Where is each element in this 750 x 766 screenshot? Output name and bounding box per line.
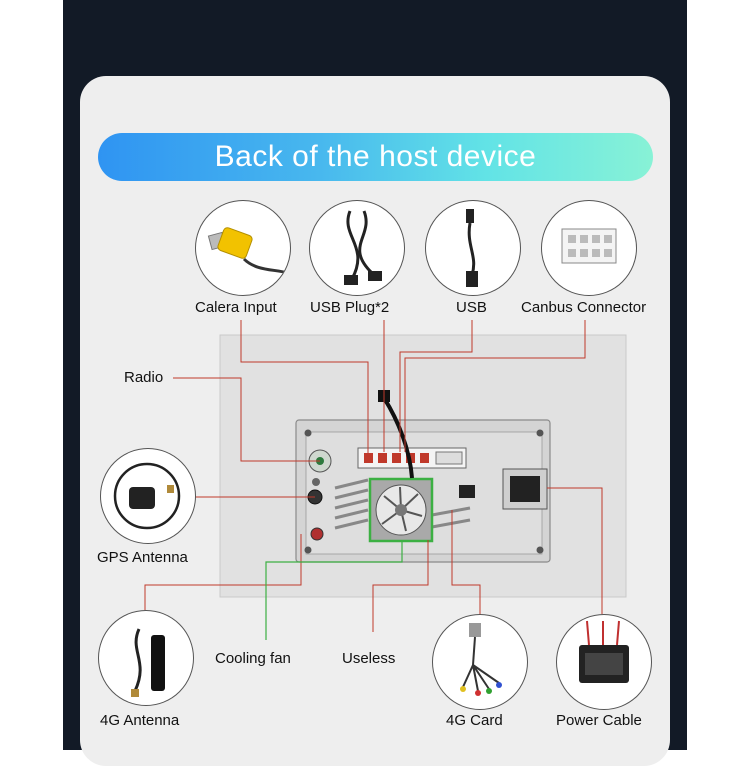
label-cooling-fan: Cooling fan <box>215 650 291 667</box>
label-camera-input: Calera Input <box>195 299 277 316</box>
4g-card-thumbnail <box>432 614 528 710</box>
label-4g-antenna: 4G Antenna <box>100 712 180 729</box>
camera-input-thumbnail <box>195 200 291 296</box>
power-cable-thumbnail <box>556 614 652 710</box>
usb-plug-thumbnail <box>309 200 405 296</box>
gps-antenna-thumbnail <box>100 448 196 544</box>
title-banner: Back of the host device <box>98 133 653 181</box>
page-title: Back of the host device <box>214 140 537 173</box>
label-4g-card: 4G Card <box>446 712 503 729</box>
canbus-connector-thumbnail <box>541 200 637 296</box>
label-canbus: Canbus Connector <box>521 299 647 316</box>
label-gps-antenna: GPS Antenna <box>97 549 188 566</box>
label-usb: USB <box>456 299 487 316</box>
label-radio: Radio <box>124 369 164 386</box>
label-useless: Useless <box>342 650 396 667</box>
4g-antenna-thumbnail <box>98 610 194 706</box>
label-usb-plug: USB Plug*2 <box>310 299 390 316</box>
label-power-cable: Power Cable <box>556 712 642 729</box>
device-diagram <box>144 320 627 640</box>
usb-thumbnail <box>425 200 521 296</box>
